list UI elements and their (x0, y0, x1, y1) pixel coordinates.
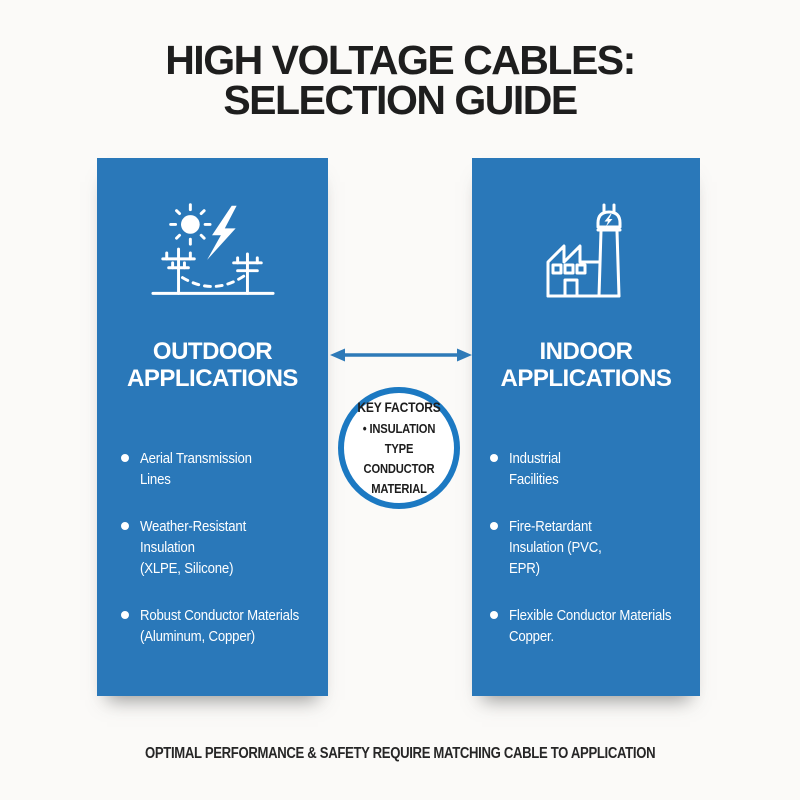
list-item: Weather-Resistant Insulation (XLPE, Sili… (121, 516, 326, 579)
list-item-text: Industrial Facilities (509, 450, 561, 488)
outdoor-panel: OUTDOOR APPLICATIONS Aerial Transmission… (97, 158, 328, 696)
list-item-text: Robust Conductor Materials (Aluminum, Co… (140, 607, 300, 645)
list-item-text: Aerial Transmission Lines (140, 450, 252, 488)
list-item: Industrial Facilities (490, 448, 698, 490)
bullet-dot-icon (121, 454, 129, 462)
indoor-panel: INDOOR APPLICATIONS Industrial Facilitie… (472, 158, 700, 696)
sun-lightning-transmission-poles-icon (149, 202, 277, 302)
list-item: Fire-Retardant Insulation (PVC, EPR) (490, 516, 698, 579)
bullet-dot-icon (490, 611, 498, 619)
footer-caption: OPTIMAL PERFORMANCE & SAFETY REQUIRE MAT… (0, 744, 800, 764)
bullet-dot-icon (121, 522, 129, 530)
outdoor-bullet-list: Aerial Transmission Lines Weather-Resist… (121, 448, 326, 673)
indoor-panel-heading: INDOOR APPLICATIONS (500, 338, 672, 392)
list-item-text: Fire-Retardant Insulation (PVC, EPR) (509, 518, 602, 577)
factory-power-plug-icon (544, 202, 628, 300)
list-item: Aerial Transmission Lines (121, 448, 326, 490)
page-title: HIGH VOLTAGE CABLES: SELECTION GUIDE (165, 37, 636, 123)
key-factors-title: KEY FACTORS (357, 399, 441, 415)
double-headed-arrow-icon (330, 346, 472, 364)
bullet-dot-icon (490, 454, 498, 462)
key-factors-circle: KEY FACTORS • INSULATION TYPE CONDUCTOR … (338, 387, 460, 509)
list-item: Flexible Conductor Materials Copper. (490, 605, 698, 647)
key-factors-items: • INSULATION TYPE CONDUCTOR MATERIAL (362, 421, 436, 496)
list-item: Robust Conductor Materials (Aluminum, Co… (121, 605, 326, 647)
outdoor-panel-heading: OUTDOOR APPLICATIONS (127, 338, 298, 392)
bullet-dot-icon (121, 611, 129, 619)
indoor-bullet-list: Industrial Facilities Fire-Retardant Ins… (490, 448, 698, 673)
footer-caption-text: OPTIMAL PERFORMANCE & SAFETY REQUIRE MAT… (144, 745, 656, 762)
list-item-text: Flexible Conductor Materials Copper. (509, 607, 672, 645)
list-item-text: Weather-Resistant Insulation (XLPE, Sili… (140, 518, 247, 577)
bullet-dot-icon (490, 522, 498, 530)
key-factors-content: KEY FACTORS • INSULATION TYPE CONDUCTOR … (352, 397, 447, 499)
